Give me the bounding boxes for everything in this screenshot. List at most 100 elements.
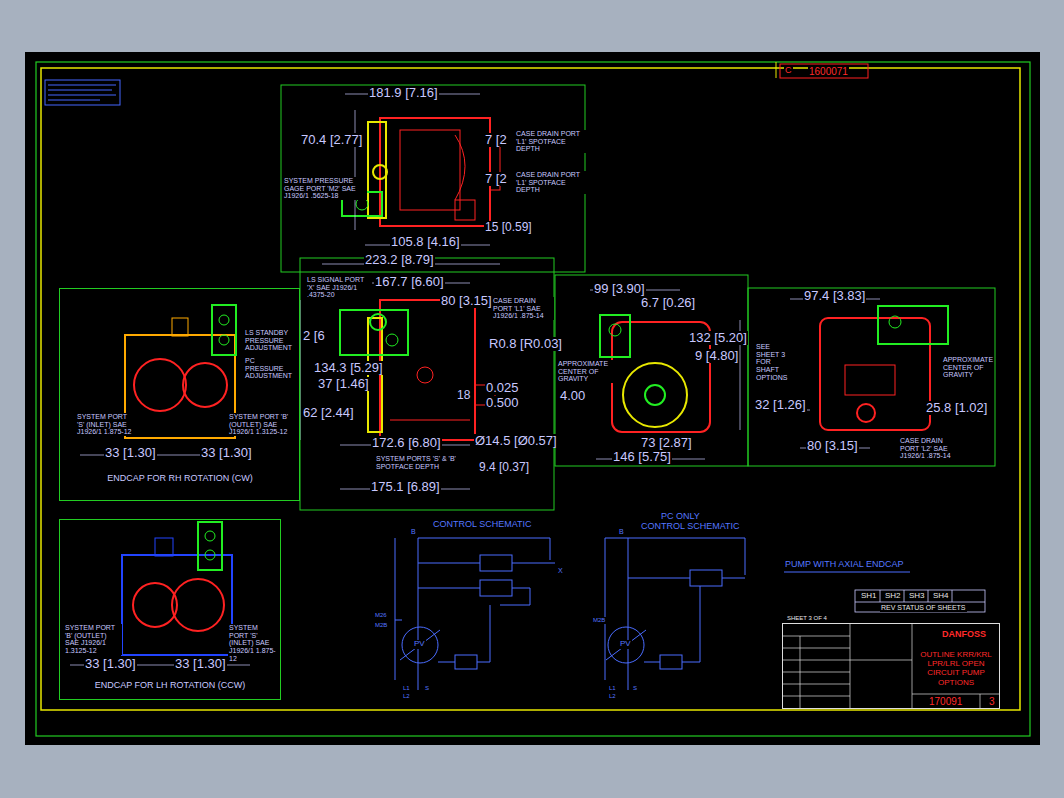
note-text: PC PRESSURE ADJUSTMENT [244, 357, 294, 380]
dimension-text: 134.3 [5.29] [313, 361, 384, 375]
note-text: B [410, 528, 417, 536]
note-text: APPROXIMATE CENTER OF GRAVITY [942, 356, 994, 379]
title-block: DANFOSS OUTLINE KRR/KRL LPR/LRL OPEN CIRC… [782, 623, 1000, 709]
note-text: 170091 [928, 696, 963, 707]
dimension-text: 105.8 [4.16] [390, 235, 461, 249]
note-text: CONTROL SCHEMATIC [432, 520, 533, 530]
note-text: PV [619, 640, 632, 649]
dimension-text: 9 [4.80] [694, 349, 739, 363]
note-text: X [557, 567, 564, 575]
dimension-text: 167.7 [6.60] [374, 275, 445, 289]
view-panel: ENDCAP FOR RH ROTATION (CW) [59, 288, 300, 501]
note-text: M2B [374, 622, 388, 629]
note-text: SYSTEM PORT 'S' (INLET) SAE J1926/1 1.87… [228, 624, 280, 662]
dimension-text: 223.2 [8.79] [364, 253, 435, 267]
note-text: PV [413, 640, 426, 649]
note-text: CASE DRAIN PORT 'L2' SAE J1926/1 .875-14 [899, 437, 955, 460]
dimension-text: R0.8 [R0.03] [488, 337, 563, 351]
rh-endcap-view [125, 305, 236, 438]
note-text: L2 [402, 693, 411, 700]
rev-status-table [855, 590, 985, 612]
dimension-text: 33 [1.30] [84, 657, 137, 671]
dimension-text: 7 [2 [484, 133, 508, 147]
note-text: L1 [608, 685, 617, 692]
note-text: L1 [402, 685, 411, 692]
note-text: S [424, 685, 430, 692]
note-text: M2B [592, 617, 606, 624]
note-text: SH1 [860, 592, 878, 601]
view-caption: ENDCAP FOR LH ROTATION (CCW) [70, 680, 270, 690]
dimension-text: 146 [5.75] [612, 450, 672, 464]
dimension-text: 9.4 [0.37] [478, 461, 530, 474]
dimension-text: 33 [1.30] [200, 446, 253, 460]
note-text: SYSTEM PORTS 'S' & 'B' SPOTFACE DEPTH [375, 455, 487, 470]
control-schematic [395, 538, 745, 690]
note-text: 1600071 [808, 66, 849, 77]
dimension-text: 33 [1.30] [104, 446, 157, 460]
dimension-text: 70.4 [2.77] [300, 133, 363, 147]
note-text: 3 [988, 696, 996, 707]
note-text: L2 [608, 693, 617, 700]
dimension-text: 0.500 [485, 396, 520, 410]
note-text: SH3 [908, 592, 926, 601]
title-underline [784, 572, 910, 573]
drawing-number-box [780, 64, 868, 78]
pump-top-view [342, 118, 500, 226]
title-text: OUTLINE KRR/KRL LPR/LRL OPEN CIRCUIT PUM… [917, 650, 995, 687]
view-caption: ENDCAP FOR RH ROTATION (CW) [80, 473, 280, 483]
dimension-text: 37 [1.46] [317, 377, 370, 391]
dimension-text: 80 [3.15] [806, 439, 859, 453]
dimension-text: 172.6 [6.80] [371, 436, 442, 450]
dimension-text: 7 [2 [484, 172, 508, 186]
notes-box [45, 80, 120, 105]
note-text: LS STANDBY PRESSURE ADJUSTMENT [244, 329, 298, 352]
lh-endcap-view [122, 522, 232, 655]
note-text: CONTROL SCHEMATIC [640, 522, 741, 532]
dimension-text: 99 [3.90] [593, 282, 646, 296]
note-text: CASE DRAIN PORT 'L1' SAE J1926/1 .875-14 [492, 297, 554, 320]
note-text: SEE SHEET 3 FOR SHAFT OPTIONS [755, 343, 795, 381]
dimension-text: 2 [6 [302, 329, 326, 343]
dimension-lines [70, 94, 880, 665]
note-text: SH4 [932, 592, 950, 601]
dimension-text: 15 [0.59] [484, 221, 533, 234]
dimension-text: 80 [3.15] [440, 294, 493, 308]
dimension-text: 97.4 [3.83] [803, 289, 866, 303]
title-block-grid [782, 623, 1000, 709]
frame-tick [776, 62, 777, 78]
view-panel: ENDCAP FOR LH ROTATION (CCW) [59, 519, 281, 700]
note-text: SHEET 3 OF 4 [786, 615, 828, 622]
note-text: LS SIGNAL PORT 'X' SAE J1926/1 .4375-20 [306, 276, 372, 299]
note-text: B [618, 528, 625, 536]
note-text: SYSTEM PORT 'S' (INLET) SAE J1926/1 1.87… [76, 413, 134, 436]
inner-frame [41, 68, 1020, 710]
sheet-ground [25, 52, 1040, 745]
note-text: S [632, 685, 638, 692]
dimension-text: 4.00 [559, 389, 586, 403]
dimension-text: 33 [1.30] [174, 657, 227, 671]
title-text: DANFOSS [931, 629, 997, 639]
note-text: CASE DRAIN PORT 'L1' SPOTFACE DEPTH [515, 171, 587, 194]
note-text: SH2 [884, 592, 902, 601]
dimension-text: 25.8 [1.02] [925, 401, 988, 415]
note-text: PUMP WITH AXIAL ENDCAP [784, 560, 905, 570]
dimension-text: 32 [1.26] [754, 398, 807, 412]
note-text: C [784, 66, 793, 76]
dimension-text: 0.025 [485, 381, 520, 395]
dimension-text: 175.1 [6.89] [370, 480, 441, 494]
dimension-text: 6.7 [0.26] [640, 296, 696, 310]
note-text: M26 [374, 612, 388, 619]
note-text: PC ONLY [660, 512, 701, 522]
dimension-text: 181.9 [7.16] [368, 86, 439, 100]
note-text: REV STATUS OF SHEETS [880, 604, 967, 612]
outer-frame [36, 62, 1030, 736]
note-text: APPROXIMATE CENTER OF GRAVITY [557, 360, 614, 383]
dimension-text: 73 [2.87] [640, 436, 693, 450]
note-text: SYSTEM PORT 'B' (OUTLET) SAE J1926/1 1.3… [64, 624, 122, 655]
note-text: SYSTEM PRESSURE GAGE PORT 'M2' SAE J1926… [283, 177, 367, 200]
note-text: SYSTEM PORT 'B' (OUTLET) SAE J1926/1 1.3… [228, 413, 290, 436]
dimension-text: 132 [5.20] [688, 331, 748, 345]
dimension-text: 62 [2.44] [302, 406, 355, 420]
note-text: CASE DRAIN PORT 'L1' SPOTFACE DEPTH [515, 130, 587, 153]
